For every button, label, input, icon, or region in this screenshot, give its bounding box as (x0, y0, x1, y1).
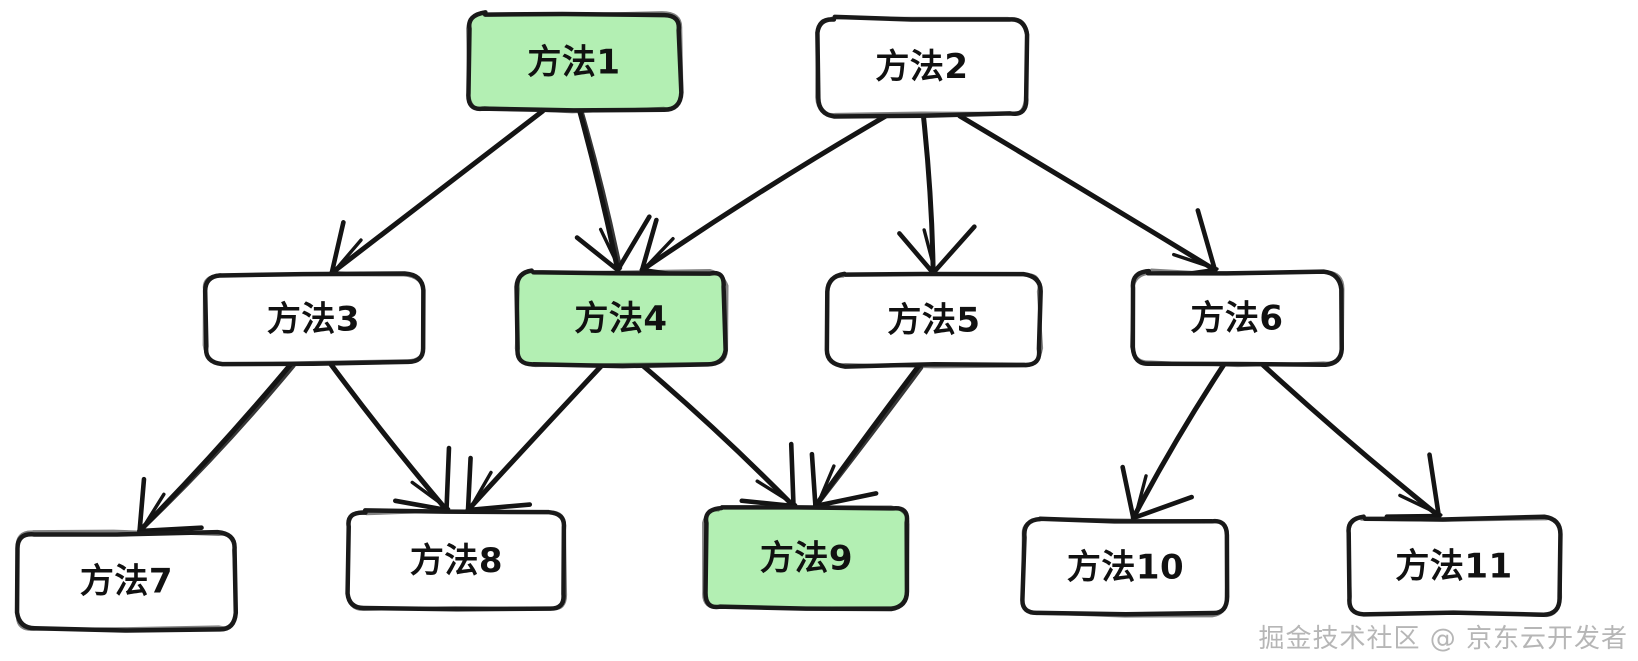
node-label: 方法2 (875, 47, 968, 87)
arrow-head-stroke (465, 455, 473, 513)
node-box-sketch-stroke (345, 509, 568, 611)
node-m5[interactable]: 方法5 (824, 271, 1044, 369)
edge-shaft-sketch (141, 364, 296, 531)
edge-shaft (328, 361, 449, 513)
arrow-head-stroke (1172, 252, 1219, 271)
arrow-head-stroke (922, 228, 937, 274)
edge-m2-to-m4 (639, 113, 889, 282)
edge-m2-to-m5 (897, 113, 977, 276)
edge-shaft (1260, 362, 1442, 519)
arrow-head-stroke (809, 451, 818, 509)
edge-shaft-sketch (816, 366, 924, 506)
edge-shaft-sketch (581, 111, 623, 270)
node-m4[interactable]: 方法4 (514, 268, 729, 369)
node-label: 方法10 (1067, 548, 1184, 588)
arrow-head-stroke (393, 498, 449, 513)
arrow-head-stroke (1398, 493, 1443, 517)
node-label: 方法3 (267, 300, 360, 340)
arrow-head-stroke (930, 224, 977, 276)
edge-shaft (640, 363, 797, 509)
edge-shaft (920, 113, 936, 276)
edge-shaft (329, 108, 546, 276)
arrow-head-stroke (1427, 452, 1442, 519)
arrow-head-stroke (598, 227, 622, 271)
arrow-head-stroke (1384, 513, 1442, 519)
arrow-head-stroke (1131, 494, 1194, 521)
arrow-head-stroke (639, 217, 659, 273)
node-box-sketch-stroke (466, 10, 684, 114)
edge-m4-to-m8 (465, 363, 604, 513)
node-m7[interactable]: 方法7 (14, 529, 239, 633)
node-label: 方法7 (80, 562, 173, 602)
node-m8[interactable]: 方法8 (345, 508, 568, 612)
arrow-head-stroke (813, 491, 879, 509)
edge-m5-to-m9 (809, 363, 924, 509)
node-box-sketch-stroke (826, 273, 1044, 369)
node-label: 方法9 (760, 539, 853, 579)
arrow-head-stroke (332, 238, 363, 274)
edge-m2-to-m6 (957, 113, 1219, 280)
node-label: 方法11 (1395, 547, 1512, 587)
arrow-head-stroke (137, 525, 204, 534)
edge-m6-to-m10 (1120, 362, 1227, 521)
edge-m3-to-m8 (328, 361, 452, 513)
node-box-sketch-stroke (15, 529, 238, 631)
node-label: 方法8 (410, 541, 503, 581)
arrow-head-stroke (1133, 474, 1148, 519)
node-m3[interactable]: 方法3 (202, 271, 426, 367)
arrow-head-stroke (137, 476, 147, 534)
arrow-head-stroke (139, 492, 166, 532)
edge-shaft (1130, 362, 1227, 521)
node-m6[interactable]: 方法6 (1130, 268, 1345, 368)
node-label: 方法6 (1190, 299, 1283, 339)
edge-m1-to-m4 (574, 108, 652, 273)
arrow-head-stroke (465, 502, 533, 513)
node-m2[interactable]: 方法2 (815, 14, 1030, 119)
arrow-head-stroke (444, 445, 452, 513)
edge-m6-to-m11 (1260, 362, 1443, 519)
node-box-sketch-stroke (202, 273, 426, 366)
edge-shaft (957, 113, 1218, 273)
arrow-head-stroke (615, 214, 652, 273)
arrow-head-stroke (897, 231, 936, 276)
arrow-head-stroke (574, 235, 621, 273)
node-box-sketch-stroke (1021, 517, 1230, 618)
arrow-head-stroke (329, 220, 346, 276)
arrow-head-stroke (642, 236, 675, 271)
node-label: 方法4 (574, 299, 667, 339)
arrow-head-stroke (815, 464, 836, 507)
node-label: 方法1 (527, 43, 620, 83)
edge-m4-to-m9 (640, 363, 798, 509)
arrow-head-stroke (468, 470, 493, 511)
nodes-layer: 方法1 方法2 方法3 方法4 方法5 方法6 方法7 方法8 方法9 方法10 方法11 (14, 10, 1563, 633)
arrow-head-stroke (410, 480, 451, 511)
edge-shaft (137, 361, 294, 534)
edge-shaft (465, 363, 604, 513)
node-m10[interactable]: 方法10 (1020, 516, 1230, 618)
node-label: 方法5 (887, 301, 980, 341)
arrow-head-stroke (1195, 208, 1218, 273)
edge-shaft (639, 113, 889, 273)
node-box-sketch-stroke (702, 505, 910, 610)
edge-shaft (812, 363, 922, 509)
node-box-sketch-stroke (1347, 516, 1563, 618)
arrow-head-stroke (755, 479, 798, 507)
edge-m1-to-m3 (329, 108, 546, 281)
arrow-head-stroke (1120, 464, 1136, 521)
node-m1[interactable]: 方法1 (466, 10, 684, 114)
node-m9[interactable]: 方法9 (702, 505, 910, 612)
edge-m3-to-m7 (137, 361, 296, 534)
node-m11[interactable]: 方法11 (1346, 514, 1563, 618)
arrow-head-stroke (788, 441, 796, 509)
node-box-sketch-stroke (514, 268, 729, 368)
node-box-sketch-stroke (815, 16, 1029, 116)
node-box-sketch-stroke (1130, 268, 1345, 368)
edge-shaft (577, 108, 621, 273)
